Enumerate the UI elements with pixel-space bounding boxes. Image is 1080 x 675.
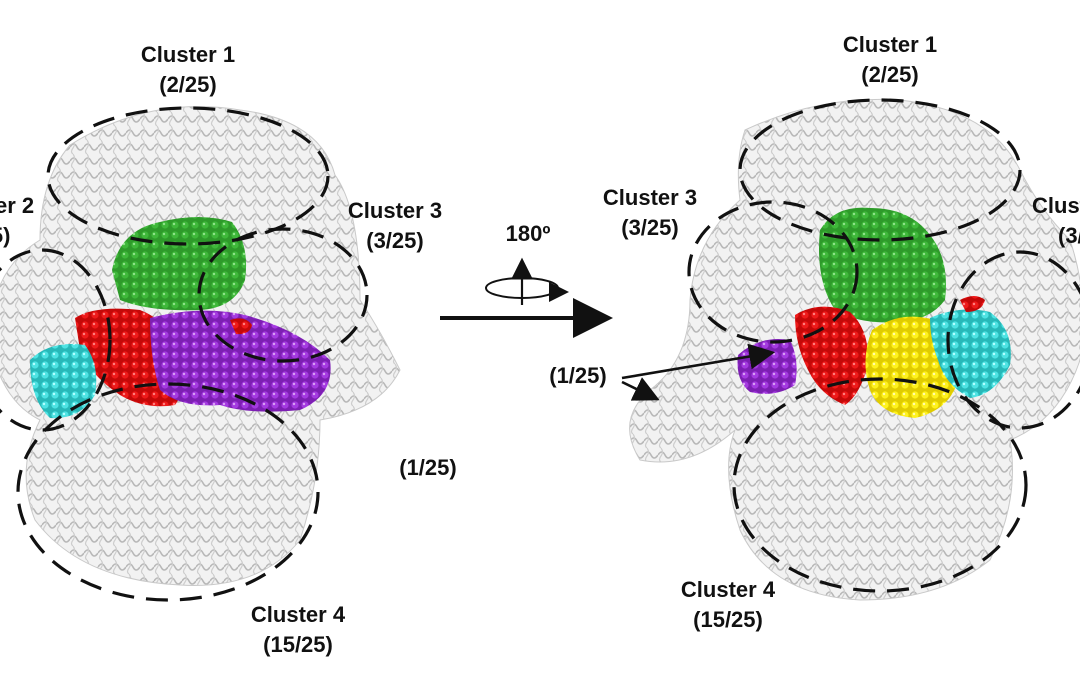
left-cluster4-outline xyxy=(16,382,320,602)
right-cluster3-outline xyxy=(687,200,859,344)
left-purple-domain xyxy=(150,310,331,412)
right-cluster3-count: (3/25) xyxy=(621,215,678,240)
rotation-indicator: 180º xyxy=(440,221,613,338)
left-cluster2-outline xyxy=(0,248,112,432)
left-cluster3-name: Cluster 3 xyxy=(348,198,442,223)
left-cluster1-name: Cluster 1 xyxy=(141,42,235,67)
left-cluster1-outline xyxy=(46,106,330,246)
left-structure xyxy=(0,106,401,586)
right-red-domain xyxy=(795,306,869,405)
right-cluster2-count: (3/25) xyxy=(1058,223,1080,248)
left-cluster3-outline xyxy=(197,227,369,363)
left-cluster3-count: (3/25) xyxy=(366,228,423,253)
left-cluster2-name: Cluster 2 xyxy=(0,193,34,218)
left-cluster2-count: (3/25) xyxy=(0,223,10,248)
right-cluster4-name: Cluster 4 xyxy=(681,577,776,602)
right-cluster1-name: Cluster 1 xyxy=(843,32,937,57)
left-cyan-domain xyxy=(30,344,97,419)
left-small-red-patch xyxy=(230,318,252,335)
right-single-pointer-upper xyxy=(621,343,776,380)
right-cluster2-outline xyxy=(946,250,1080,430)
right-cluster4-outline xyxy=(732,377,1028,593)
right-cluster4-count: (15/25) xyxy=(693,607,763,632)
rotation-label: 180º xyxy=(506,221,551,246)
right-cluster3-name: Cluster 3 xyxy=(603,185,697,210)
right-single-count: (1/25) xyxy=(549,363,606,388)
left-cluster4-count: (15/25) xyxy=(263,632,333,657)
right-cluster2-name: Cluster 2 xyxy=(1032,193,1080,218)
right-single-pointer-lower xyxy=(621,377,660,401)
right-small-red-patch xyxy=(960,296,985,312)
right-cyan-domain xyxy=(930,309,1011,398)
left-cluster4-name: Cluster 4 xyxy=(251,602,346,627)
right-green-domain xyxy=(819,207,946,323)
left-single-count: (1/25) xyxy=(399,455,456,480)
left-cluster1-count: (2/25) xyxy=(159,72,216,97)
right-cluster1-outline xyxy=(738,98,1022,242)
right-cluster1-count: (2/25) xyxy=(861,62,918,87)
right-structure xyxy=(629,98,1080,601)
